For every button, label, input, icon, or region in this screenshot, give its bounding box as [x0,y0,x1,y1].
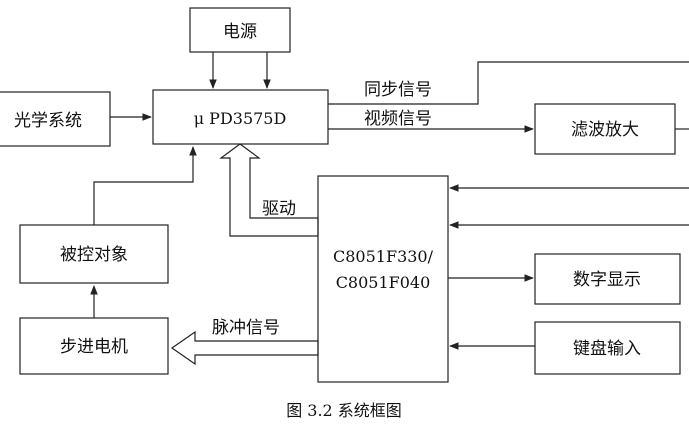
sync-signal-label: 同步信号 [364,80,432,100]
filter-amp-block: 滤波放大 [534,103,676,155]
mcu-label-line2: C8051F040 [336,273,431,292]
mcu-block: C8051F330/ C8051F040 [317,175,449,383]
optics-block: 光学系统 [0,91,111,147]
controlled-object-label: 被控对象 [60,245,128,265]
mcu-label-line1: C8051F330/ [333,247,434,266]
power-block: 电源 [189,7,291,53]
ccd-block: μ PD3575D [152,89,329,145]
keyboard-input-label: 键盘输入 [573,339,641,359]
optics-label: 光学系统 [14,111,82,131]
ccd-label: μ PD3575D [194,109,287,128]
controlled-object-block: 被控对象 [19,224,169,284]
digital-display-block: 数字显示 [534,253,681,305]
keyboard-input-block: 键盘输入 [534,321,681,375]
video-signal-label: 视频信号 [364,109,432,129]
drive-hollow-arrow [219,143,319,237]
filter-amp-label: 滤波放大 [571,120,639,140]
figure-caption: 图 3.2 系统框图 [286,401,402,420]
stepper-motor-label: 步进电机 [60,337,128,357]
object-to-ccd-arrow [93,146,197,225]
digital-display-label: 数字显示 [573,270,641,290]
pulse-signal-hollow-arrow [170,330,319,366]
pulse-signal-label: 脉冲信号 [212,318,280,338]
sync-signal-line [328,61,689,105]
stepper-motor-block: 步进电机 [19,317,169,375]
drive-label: 驱动 [262,199,296,219]
power-label: 电源 [223,22,257,42]
